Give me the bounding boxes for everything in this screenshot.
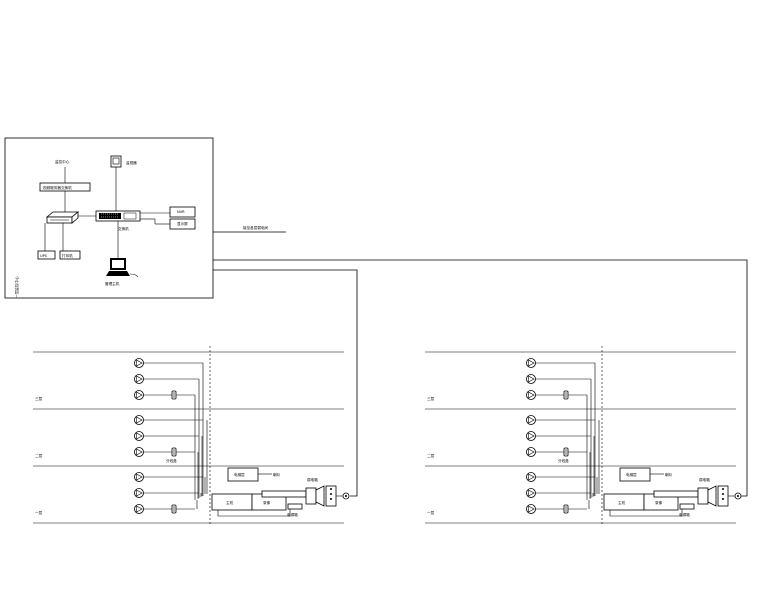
dome-camera-icon xyxy=(526,358,536,368)
dome-camera-icon xyxy=(526,374,536,384)
rack-left xyxy=(697,487,709,505)
printer-label: 打印机 xyxy=(62,253,73,258)
control-room: 监控中心 视频服务器交换机 UPS 打印机 监视器 xyxy=(4,137,214,299)
display-label: 显示屏 xyxy=(177,222,188,226)
speaker-horn-icon xyxy=(707,485,717,507)
small-box xyxy=(679,503,695,510)
speaker-label: 喇叭 xyxy=(665,472,673,477)
recorder-box-label: 录像 xyxy=(263,500,271,505)
ups-label: UPS xyxy=(40,254,48,258)
dome-camera-icon xyxy=(134,488,144,498)
feeder-terminal-dot xyxy=(345,495,347,497)
junction-label: 分线盒 xyxy=(558,458,569,463)
ups-box xyxy=(37,250,56,260)
rack-indicator xyxy=(722,498,724,500)
dome-camera-icon xyxy=(134,431,144,441)
control-room-frame xyxy=(4,137,214,299)
rack-left xyxy=(305,487,317,505)
dome-camera-icon xyxy=(134,447,144,457)
trunk-cable-label: 接至各层弱电间 xyxy=(243,225,269,230)
small-box-label: 电源箱 xyxy=(679,512,690,517)
rack-indicator xyxy=(330,488,332,490)
rack-label: 弱电箱 xyxy=(307,477,318,482)
feeder-right xyxy=(213,259,748,497)
dome-camera-icon xyxy=(134,415,144,425)
hub-label: 交换机 xyxy=(118,226,129,231)
host-box-label: 主机 xyxy=(618,500,626,505)
speaker-label: 喇叭 xyxy=(273,472,281,477)
terminal-strip xyxy=(261,490,307,498)
card-reader-icon xyxy=(171,504,177,514)
hub-icon xyxy=(95,210,141,222)
rack-indicator xyxy=(330,498,332,500)
monitor-label: 监视器 xyxy=(126,160,137,165)
computer-icon xyxy=(106,258,139,278)
card-reader-icon xyxy=(171,390,177,400)
dome-camera-icon xyxy=(526,447,536,457)
printer-box xyxy=(59,250,81,260)
pull-box-label: 电梯层 xyxy=(234,472,245,477)
dome-camera-icon xyxy=(526,390,536,400)
dome-camera-icon xyxy=(526,431,536,441)
pc-label: 管理主机 xyxy=(105,281,120,286)
rack-indicator xyxy=(722,488,724,490)
feeder-terminal-dot xyxy=(737,495,739,497)
rack-label: 弱电箱 xyxy=(699,477,710,482)
floor-label: 一层 xyxy=(427,510,435,515)
dome-camera-icon xyxy=(526,415,536,425)
dome-camera-icon xyxy=(526,504,536,514)
router-icon xyxy=(45,211,80,224)
card-reader-icon xyxy=(563,390,569,400)
display-box xyxy=(169,218,196,230)
card-reader-icon xyxy=(563,447,569,457)
floor-label: 一层 xyxy=(35,510,43,515)
feeder-left xyxy=(213,269,358,497)
speaker-horn-icon xyxy=(315,485,325,507)
dome-camera-icon xyxy=(134,504,144,514)
card-reader-icon xyxy=(171,447,177,457)
terminal-strip xyxy=(653,490,699,498)
floor-label: 二层 xyxy=(35,453,43,458)
monitor-icon xyxy=(110,155,122,168)
dome-camera-icon xyxy=(134,374,144,384)
floor-label: 三层 xyxy=(35,396,43,401)
loop-cable xyxy=(217,509,291,517)
recorder-box-label: 录像 xyxy=(655,500,663,505)
video-server-switch-label: 视频服务器交换机 xyxy=(43,185,72,190)
loop-cable xyxy=(609,509,683,517)
dome-camera-icon xyxy=(134,358,144,368)
dome-camera-icon xyxy=(526,488,536,498)
card-reader-icon xyxy=(563,504,569,514)
dome-camera-icon xyxy=(134,390,144,400)
floor-label: 二层 xyxy=(427,453,435,458)
rack-indicator xyxy=(722,493,724,495)
floor-label: 三层 xyxy=(427,396,435,401)
small-box-label: 电源箱 xyxy=(287,512,298,517)
nvr-label: NVR xyxy=(177,210,185,214)
pull-box-label: 电梯层 xyxy=(626,472,637,477)
junction-label: 分线盒 xyxy=(166,458,177,463)
pull-box xyxy=(227,467,259,482)
dome-camera-icon xyxy=(134,472,144,482)
dome-camera-icon xyxy=(526,472,536,482)
host-box-label: 主机 xyxy=(226,500,234,505)
label-monitor-center: 监控中心 xyxy=(55,159,70,164)
rack-indicator xyxy=(330,493,332,495)
room-caption: 一层监控中心 xyxy=(14,276,19,298)
nvr-box xyxy=(169,206,196,218)
pull-box xyxy=(619,467,651,482)
small-box xyxy=(287,503,303,510)
